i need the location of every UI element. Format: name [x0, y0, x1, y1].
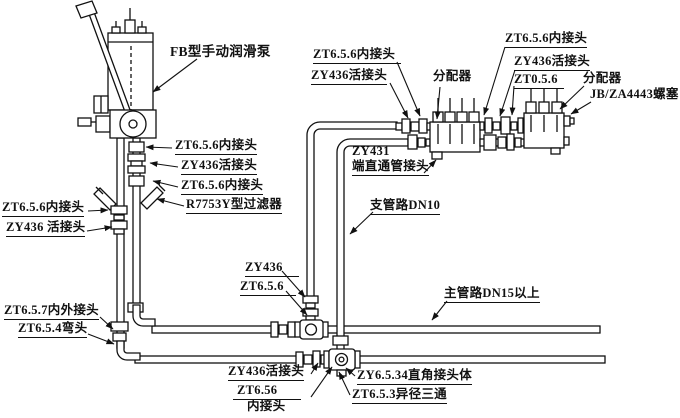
label-pump-conn-inner-2: ZT6.5.6内接头	[181, 178, 264, 195]
label-pump-conn-inner-1: ZT6.5.6内接头	[175, 138, 258, 155]
label-dist2-conn-union: ZY436活接头	[514, 54, 591, 71]
label-bottom-inner-1: ZT6.56	[233, 383, 302, 400]
main-pipe-dn15	[151, 325, 601, 334]
distributor-2	[523, 88, 575, 155]
upper-tee-assembly	[270, 319, 329, 340]
label-riser-inner: ZT6.5.6	[240, 279, 296, 296]
label-zy431-line1: ZY431	[352, 144, 390, 158]
label-distributor-1: 分配器	[433, 69, 472, 83]
distributor-1	[395, 98, 481, 160]
label-distributor-2: 分配器	[583, 71, 622, 85]
label-left-elbow: ZT6.5.4弯头	[18, 321, 88, 338]
label-zy431-line2: 端直通管接头	[352, 159, 429, 176]
label-pump-conn-union: ZY436活接头	[181, 158, 258, 175]
label-riser-union: ZY436	[245, 260, 299, 277]
y-filter-icon	[140, 186, 164, 210]
label-bottom-union: ZY436活接头	[228, 364, 305, 381]
bottom-branch-pipe	[134, 355, 606, 364]
label-left-conn-union: ZY436 活接头	[6, 220, 86, 237]
label-left-conn-inout: ZT6.5.7内外接头	[4, 303, 99, 320]
label-branch-pipe: 支管路DN10	[370, 198, 441, 215]
label-dist2-conn-inner: ZT6.5.6内接头	[505, 31, 588, 48]
zy431-end-joint	[431, 151, 443, 160]
label-screw-plug: JB/ZA4443螺塞	[590, 87, 679, 101]
hand-pump	[75, 0, 157, 139]
inner-outer-joint	[110, 321, 129, 332]
screw-plug	[563, 115, 571, 127]
label-main-pipe: 主管路DN15以上	[444, 286, 540, 303]
elbow-zt654	[116, 340, 141, 361]
dist2-outlets	[525, 88, 563, 132]
leader-lines	[86, 46, 592, 398]
right-drop-pipe	[127, 137, 166, 327]
label-dist2-conn-zt056: ZT0.5.6	[514, 72, 564, 89]
label-dist1-conn-inner: ZT6.5.6内接头	[313, 47, 402, 64]
riser-pipe-1	[302, 121, 398, 322]
inter-distributor-fittings	[479, 116, 525, 151]
pump-lever-grip	[75, 0, 98, 19]
label-left-conn-inner: ZT6.5.6内接头	[2, 200, 85, 217]
label-elbow-body: ZY6.5.34直角接头体	[357, 368, 473, 385]
label-pump-filter: R7753Y型过滤器	[186, 197, 283, 214]
label-reducing-tee: ZT6.5.3异径三通	[352, 387, 447, 404]
label-pump-title: FB型手动润滑泵	[170, 44, 271, 59]
label-bottom-inner-2: 内接头	[247, 399, 286, 413]
label-dist1-conn-union: ZY436活接头	[311, 68, 388, 85]
valve-icon	[77, 117, 92, 127]
